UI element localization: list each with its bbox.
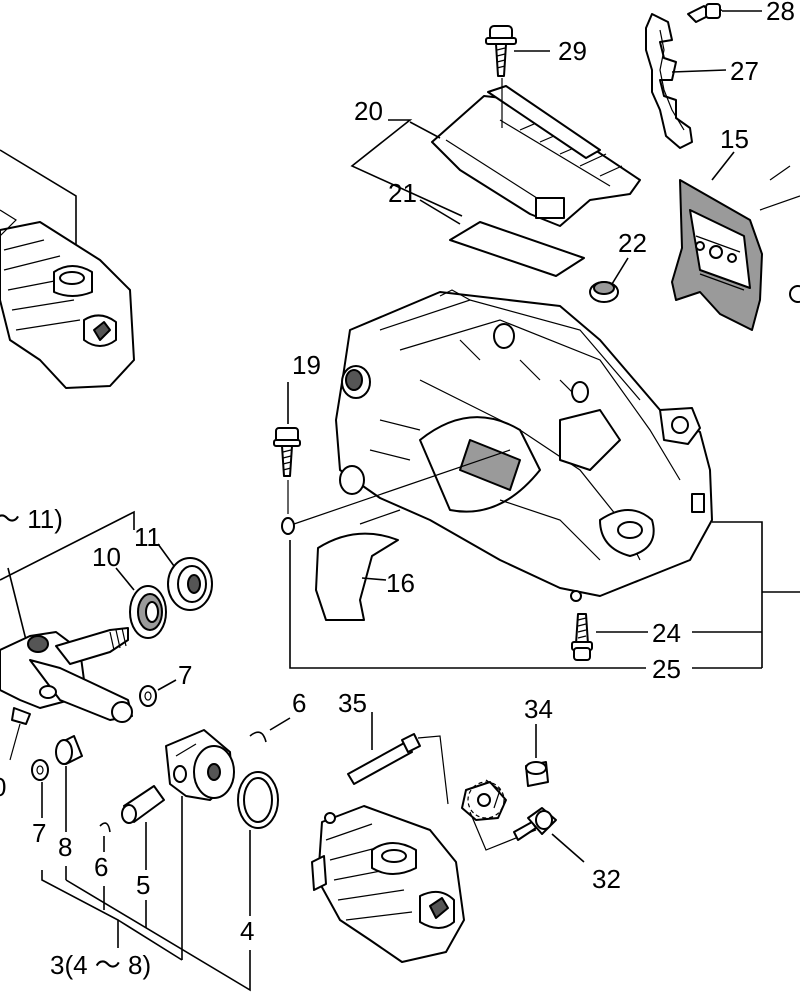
washer-7b-part [31,759,49,781]
callout-21: 21 [388,178,417,208]
piston-ring-4-part [237,771,279,829]
crankcase-body-part [335,289,713,602]
leader-7a [157,679,177,691]
leader-27 [671,69,727,73]
leader-upper-cylinder [0,149,77,244]
callout-6b: 6 [94,852,108,882]
callout-28: 28 [766,0,795,26]
leader-25 [289,540,646,669]
callout-15: 15 [720,124,749,154]
oring-19-part [281,517,295,535]
washer-7b-hole [36,765,44,775]
bracket-3-mid [117,919,183,961]
callout-35: 35 [338,688,367,718]
callout-25: 25 [652,654,681,684]
piston-pin-5-part [121,785,165,824]
leader-6a [269,717,291,731]
callout-29: 29 [558,36,587,66]
clip-6a-part [249,731,267,743]
crankshaft-part [0,627,133,725]
leader-20 [350,119,463,217]
cylinder-assembly-upper-part [0,209,135,389]
screw-32-part [513,807,557,841]
callout-11-group: ～ 11) [0,504,63,534]
bearing-11-part [167,557,213,611]
bolt-24-part [571,613,593,661]
leader-16 [361,577,387,581]
gasket-21-part [449,221,585,277]
leader-32 [551,833,585,863]
callout-4: 4 [240,916,254,946]
screw-29-part [485,25,517,77]
callout-24: 24 [652,618,681,648]
bracket-11 [0,510,135,581]
callout-7b: 7 [32,818,46,848]
shield-16-part [315,532,399,621]
callout-7a: 7 [178,660,192,690]
piston-part [165,729,235,801]
leader-11b [7,567,27,641]
leader-21 [419,199,461,225]
grommet-22-part [589,281,619,303]
clip-6b-part [99,822,111,833]
callout-5: 5 [136,870,150,900]
callout-22: 22 [618,228,647,258]
bracket-3-left [41,870,119,948]
leader-10 [115,567,135,591]
callout-27: 27 [730,56,759,86]
assembly-line-16 [359,509,401,525]
leader-15 [711,151,735,181]
screw-19-part [273,427,301,477]
callout-34: 34 [524,694,553,724]
callout-16: 16 [386,568,415,598]
leader-crank-0 [9,723,21,761]
cylinder-assembly-lower-part [311,805,465,963]
leader-35b [417,735,449,805]
washer-7-part [139,685,157,707]
bracket-part [461,779,507,821]
callout-0: 0 [0,772,6,802]
callout-10: 10 [92,542,121,572]
sprocket-guard-15-part [671,179,763,331]
edge-line-2 [759,195,800,211]
leader-20b [409,121,441,139]
edge-line-1 [769,165,791,181]
bearing-10-part [129,585,167,639]
bracket-3-right [65,879,251,992]
callout-20: 20 [354,96,383,126]
assembly-line-19 [293,449,511,525]
bushing-34-part [525,761,549,787]
callout-8: 8 [58,832,72,862]
pin-35-part [347,733,421,785]
callout-32: 32 [592,864,621,894]
callout-11: 11 [134,522,161,552]
washer-7-hole [144,691,152,701]
cover-plate-20-part [431,85,641,227]
leader-22 [611,257,629,285]
chain-catcher-27-part [645,13,693,149]
leader-11 [157,543,175,567]
callout-3-group: 3(4 ～ 8) [50,950,151,980]
edge-part-circle [789,285,800,303]
screw-28-part [687,3,723,23]
bracket-25-right [712,521,763,668]
callout-19: 19 [292,350,321,380]
bearing-8-part [55,735,83,765]
callout-6a: 6 [292,688,306,718]
